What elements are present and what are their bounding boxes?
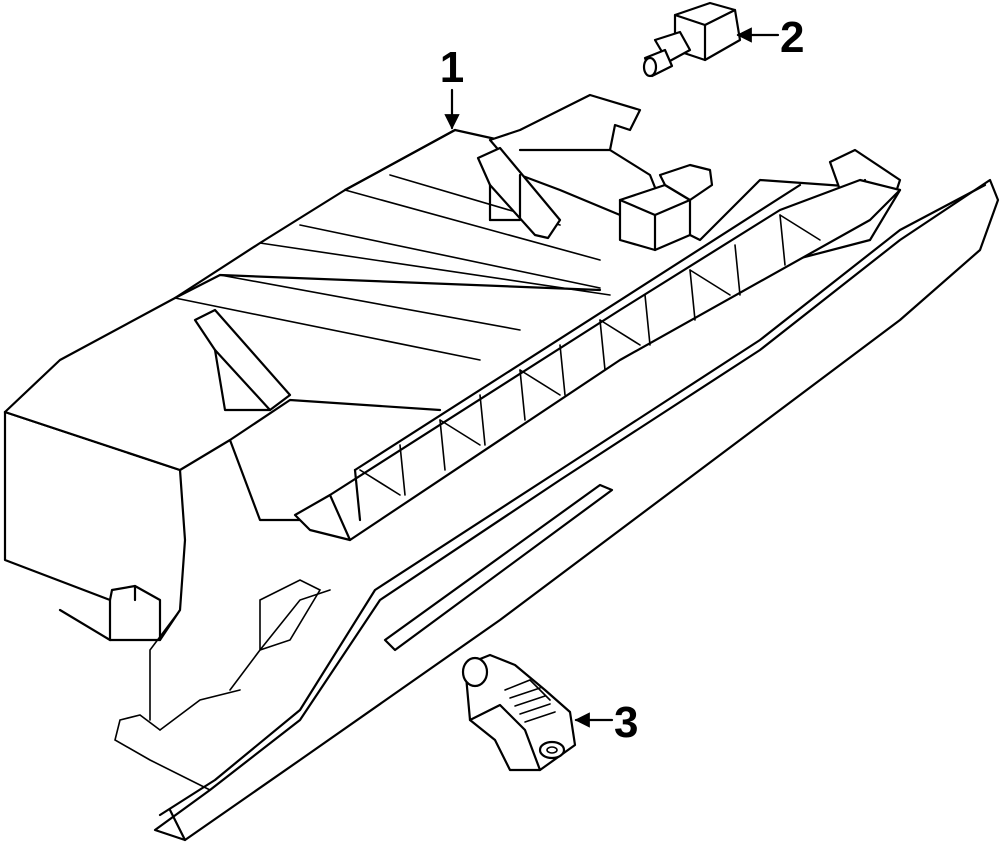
callout-3: 3	[574, 698, 638, 747]
lock-cylinder	[461, 653, 577, 772]
callout-2: 2	[736, 13, 804, 62]
callout-1: 1	[440, 43, 464, 130]
glove-box-assembly	[3, 93, 1000, 842]
callout-2-label: 2	[780, 13, 804, 62]
glove-box-door	[153, 178, 1000, 842]
callout-3-label: 3	[614, 698, 638, 747]
callout-1-label: 1	[440, 43, 464, 92]
lamp-switch	[642, 1, 742, 78]
